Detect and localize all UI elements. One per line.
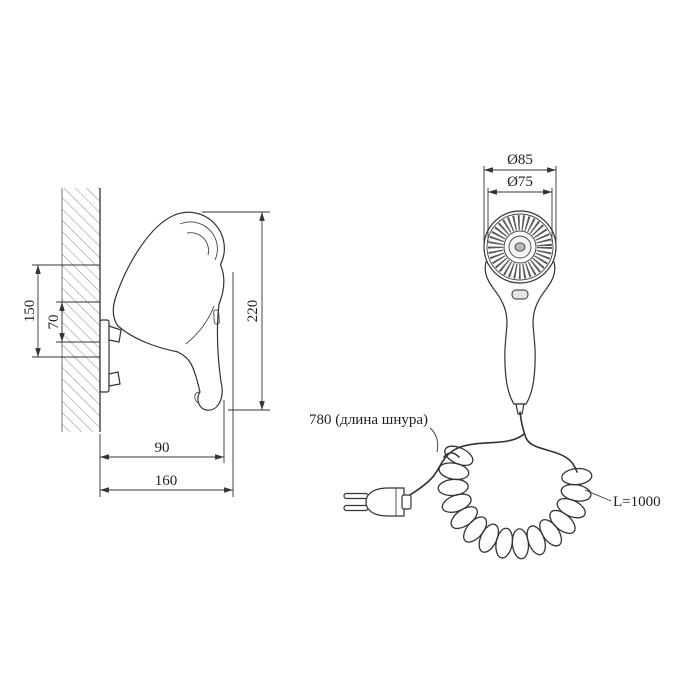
dim-220-text: 220 [245,300,261,323]
cord-to-plug [405,433,525,499]
switch-side [213,309,220,325]
cord-from-handle [519,411,578,473]
dimension-160: 160 [99,272,234,497]
cord-length-text: 780 (длина шнура) [309,412,428,428]
power-plug [343,487,412,517]
plug-body [365,487,405,517]
intake-grille [483,210,557,284]
coil-exit-connector [443,452,460,458]
coil-length-text: L=1000 [613,494,661,510]
dimension-220: 220 [202,211,270,411]
dimension-90: 90 [99,400,225,463]
dryer-front-outline [484,261,556,405]
cord-boot [515,403,525,415]
dim-160-text: 160 [155,473,178,489]
leader-line [429,427,439,453]
label-coil-length: L=1000 [584,489,661,510]
coil-loop [560,483,592,502]
switch-front [511,289,529,300]
bracket-upper-arm [108,325,122,343]
plug-prong-bottom [343,504,369,512]
coil-cord [437,445,593,560]
intake-ring-inner [186,232,209,256]
grille-inner-rim [486,213,554,281]
coil-loop [561,467,593,486]
dim-diameter-75-text: Ø75 [507,174,533,190]
intake-ring-outer [179,221,218,261]
grille-hub-cap [514,242,526,252]
dryer-body-front [484,261,556,415]
leader-line [584,489,612,502]
dim-90-text: 90 [155,440,170,456]
dim-diameter-85-text: Ø85 [507,152,533,168]
power-cord [405,411,593,560]
coil-loop [450,506,478,530]
dimension-diameter-85: Ø85 [483,152,557,242]
dimension-diameter-75: Ø75 [487,174,553,242]
dimension-150: 150 [22,264,100,358]
coil-loop [438,462,470,481]
mounting-bracket [99,319,122,393]
plug-prong-top [343,492,369,500]
coil-loop [539,519,563,547]
hair-dryer-side [112,211,225,411]
coil-loop [556,497,586,519]
label-cord-length: 780 (длина шнура) [309,412,439,453]
wall-section [61,188,101,432]
handle-hook-notch [194,391,201,404]
coil-loop [495,527,514,559]
dim-150-text: 150 [22,300,38,323]
plug-cord-collar [401,494,412,510]
bracket-wall-plate [99,319,110,393]
side-view: 150 70 220 90 160 [22,188,270,497]
bracket-lower-arm [108,371,121,387]
front-view: Ø85 Ø75 [309,152,661,560]
wall-hatching [62,188,100,432]
grille-sunburst [488,215,552,279]
dryer-side-outline [112,211,225,411]
coil-loop [478,523,500,553]
dim-70-text: 70 [46,315,62,330]
handle-crease-line [185,305,215,345]
dimension-70: 70 [46,301,100,343]
